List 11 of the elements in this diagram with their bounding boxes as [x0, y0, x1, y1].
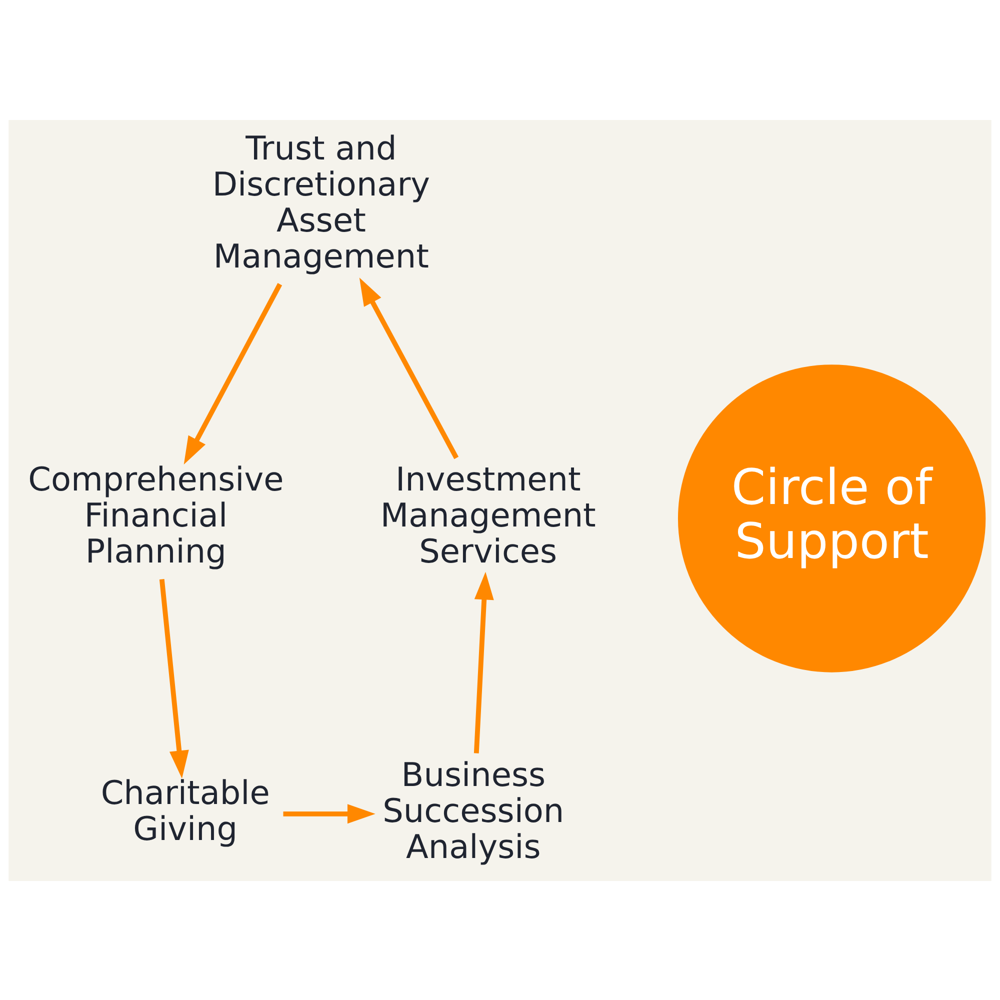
arrow — [359, 277, 459, 459]
node-text: Trust and Discretionary Asset Management — [212, 128, 430, 275]
arrow — [283, 804, 376, 824]
arrow — [474, 571, 494, 753]
arrow — [184, 282, 282, 464]
node-circle: Circle of Support — [678, 364, 986, 672]
arrow — [159, 578, 189, 778]
node-text: Investment Management Services — [380, 460, 596, 570]
node-text: Charitable Giving — [100, 774, 270, 848]
node-text: Comprehensive Financial Planning — [28, 460, 284, 570]
node-text: Business Succession Analysis — [382, 756, 564, 866]
